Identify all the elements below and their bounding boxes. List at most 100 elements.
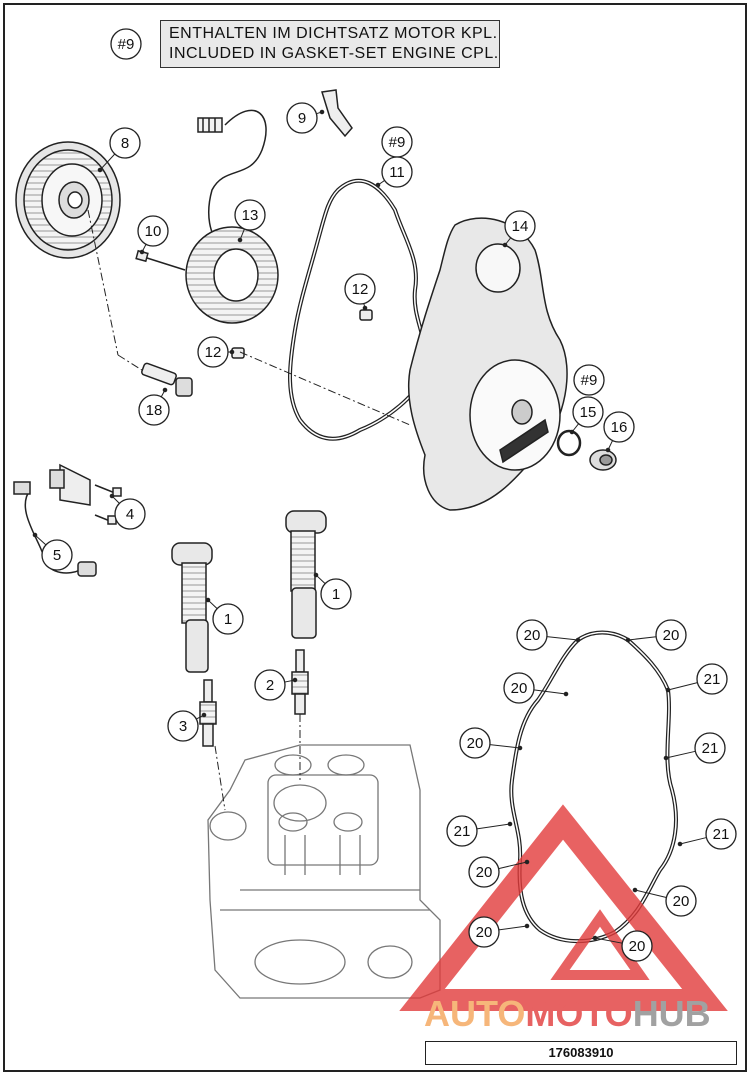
part-callout: 20 <box>655 619 687 651</box>
callout-leader-dot <box>237 237 243 243</box>
callout-leader <box>99 153 116 171</box>
part-callout: 21 <box>696 663 728 695</box>
callout-circle <box>41 539 73 571</box>
part-callout: 20 <box>503 672 535 704</box>
callout-leader-dot <box>292 677 298 683</box>
part-callout: #9 <box>573 364 605 396</box>
part-callout: 11 <box>381 156 413 188</box>
callout-leader-dot <box>362 305 368 311</box>
callout-label: 12 <box>205 344 222 361</box>
part-callout: 10 <box>137 215 169 247</box>
callout-circle <box>197 336 229 368</box>
callout-label: 4 <box>126 506 134 523</box>
callout-label: 21 <box>713 826 730 843</box>
callout-label: 14 <box>512 218 529 235</box>
document-number: 176083910 <box>425 1041 737 1065</box>
callout-circle <box>286 102 318 134</box>
flywheel-bolt <box>141 362 193 397</box>
part-callout: 20 <box>468 856 500 888</box>
callout-leader-dot <box>375 182 381 188</box>
callout-circle <box>621 930 653 962</box>
callout-circle <box>655 619 687 651</box>
callout-label: 8 <box>121 135 129 152</box>
callout-leader-dot <box>524 923 530 929</box>
callout-label: 18 <box>146 402 163 419</box>
callout-leader-dot <box>97 167 103 173</box>
callout-circle <box>665 885 697 917</box>
callout-leader-dot <box>575 637 581 643</box>
callout-circle <box>516 619 548 651</box>
callout-circle <box>572 396 604 428</box>
callout-label: 2 <box>266 677 274 694</box>
part-callout: 21 <box>694 732 726 764</box>
callout-leader-dot <box>502 242 508 248</box>
callout-leader <box>679 837 707 845</box>
callout-leader <box>489 744 521 749</box>
callout-label: 1 <box>332 586 340 603</box>
part-callout: 15 <box>572 396 604 428</box>
callout-leader <box>634 889 667 898</box>
callout-label: 21 <box>454 823 471 840</box>
callout-leader-dot <box>201 712 207 718</box>
callout-circle <box>468 916 500 948</box>
callout-leaders <box>32 109 707 944</box>
watermark-moto: MOTO <box>525 993 632 1034</box>
part-callout: 4 <box>114 498 146 530</box>
callout-circle <box>468 856 500 888</box>
callout-leader-dot <box>32 532 38 538</box>
callout-leader <box>594 937 623 944</box>
drawing-frame <box>3 3 747 1072</box>
ignition-coil-right <box>285 510 327 639</box>
callout-leader <box>667 682 698 691</box>
part-callout: 8 <box>109 127 141 159</box>
callout-leader <box>34 534 47 546</box>
watermark-text: AUTOMOTOHUB <box>424 993 711 1034</box>
callout-leader-dot <box>507 821 513 827</box>
callout-leader-dot <box>313 572 319 578</box>
callout-leader-dot <box>205 597 211 603</box>
callout-leader-dot <box>632 887 638 893</box>
crankshaft-sensor <box>13 463 97 577</box>
callout-label: 21 <box>702 740 719 757</box>
ignition-cover <box>407 217 568 511</box>
callout-label: 3 <box>179 718 187 735</box>
callout-leader-dot <box>563 691 569 697</box>
callout-circle <box>110 28 142 60</box>
callout-label: 9 <box>298 110 306 127</box>
part-callout: 5 <box>41 539 73 571</box>
callout-label: #9 <box>581 372 598 389</box>
callout-leader <box>476 823 511 830</box>
callout-circle <box>603 411 635 443</box>
part-callout: 3 <box>167 710 199 742</box>
callout-leader <box>627 636 657 641</box>
callout-leader-dot <box>109 493 115 499</box>
part-callout: 13 <box>234 199 266 231</box>
clutch-cover-gasket <box>509 630 678 944</box>
ignition-coil-left <box>171 542 213 673</box>
callout-leader-dot <box>625 637 631 643</box>
callout-leader-dot <box>665 687 671 693</box>
part-callout: 20 <box>468 916 500 948</box>
callout-label: 16 <box>611 419 628 436</box>
callout-circle <box>212 603 244 635</box>
o-ring <box>556 429 582 457</box>
callout-leader-dot <box>229 349 235 355</box>
callout-label: 20 <box>476 864 493 881</box>
callout-leader-dot <box>605 447 611 453</box>
stator <box>185 109 279 324</box>
part-callout: 20 <box>665 885 697 917</box>
callout-circle <box>138 394 170 426</box>
callout-leader <box>498 861 528 870</box>
part-callout: 20 <box>516 619 548 651</box>
callout-leader-dot <box>663 755 669 761</box>
part-callout: 14 <box>504 210 536 242</box>
callout-label: 5 <box>53 547 61 564</box>
part-callout: 18 <box>138 394 170 426</box>
callout-circle <box>167 710 199 742</box>
part-callout: 1 <box>212 603 244 635</box>
callout-label: #9 <box>118 36 135 53</box>
callout-leader <box>665 750 696 759</box>
watermark-hub: HUB <box>633 993 711 1034</box>
callout-circle <box>705 818 737 850</box>
